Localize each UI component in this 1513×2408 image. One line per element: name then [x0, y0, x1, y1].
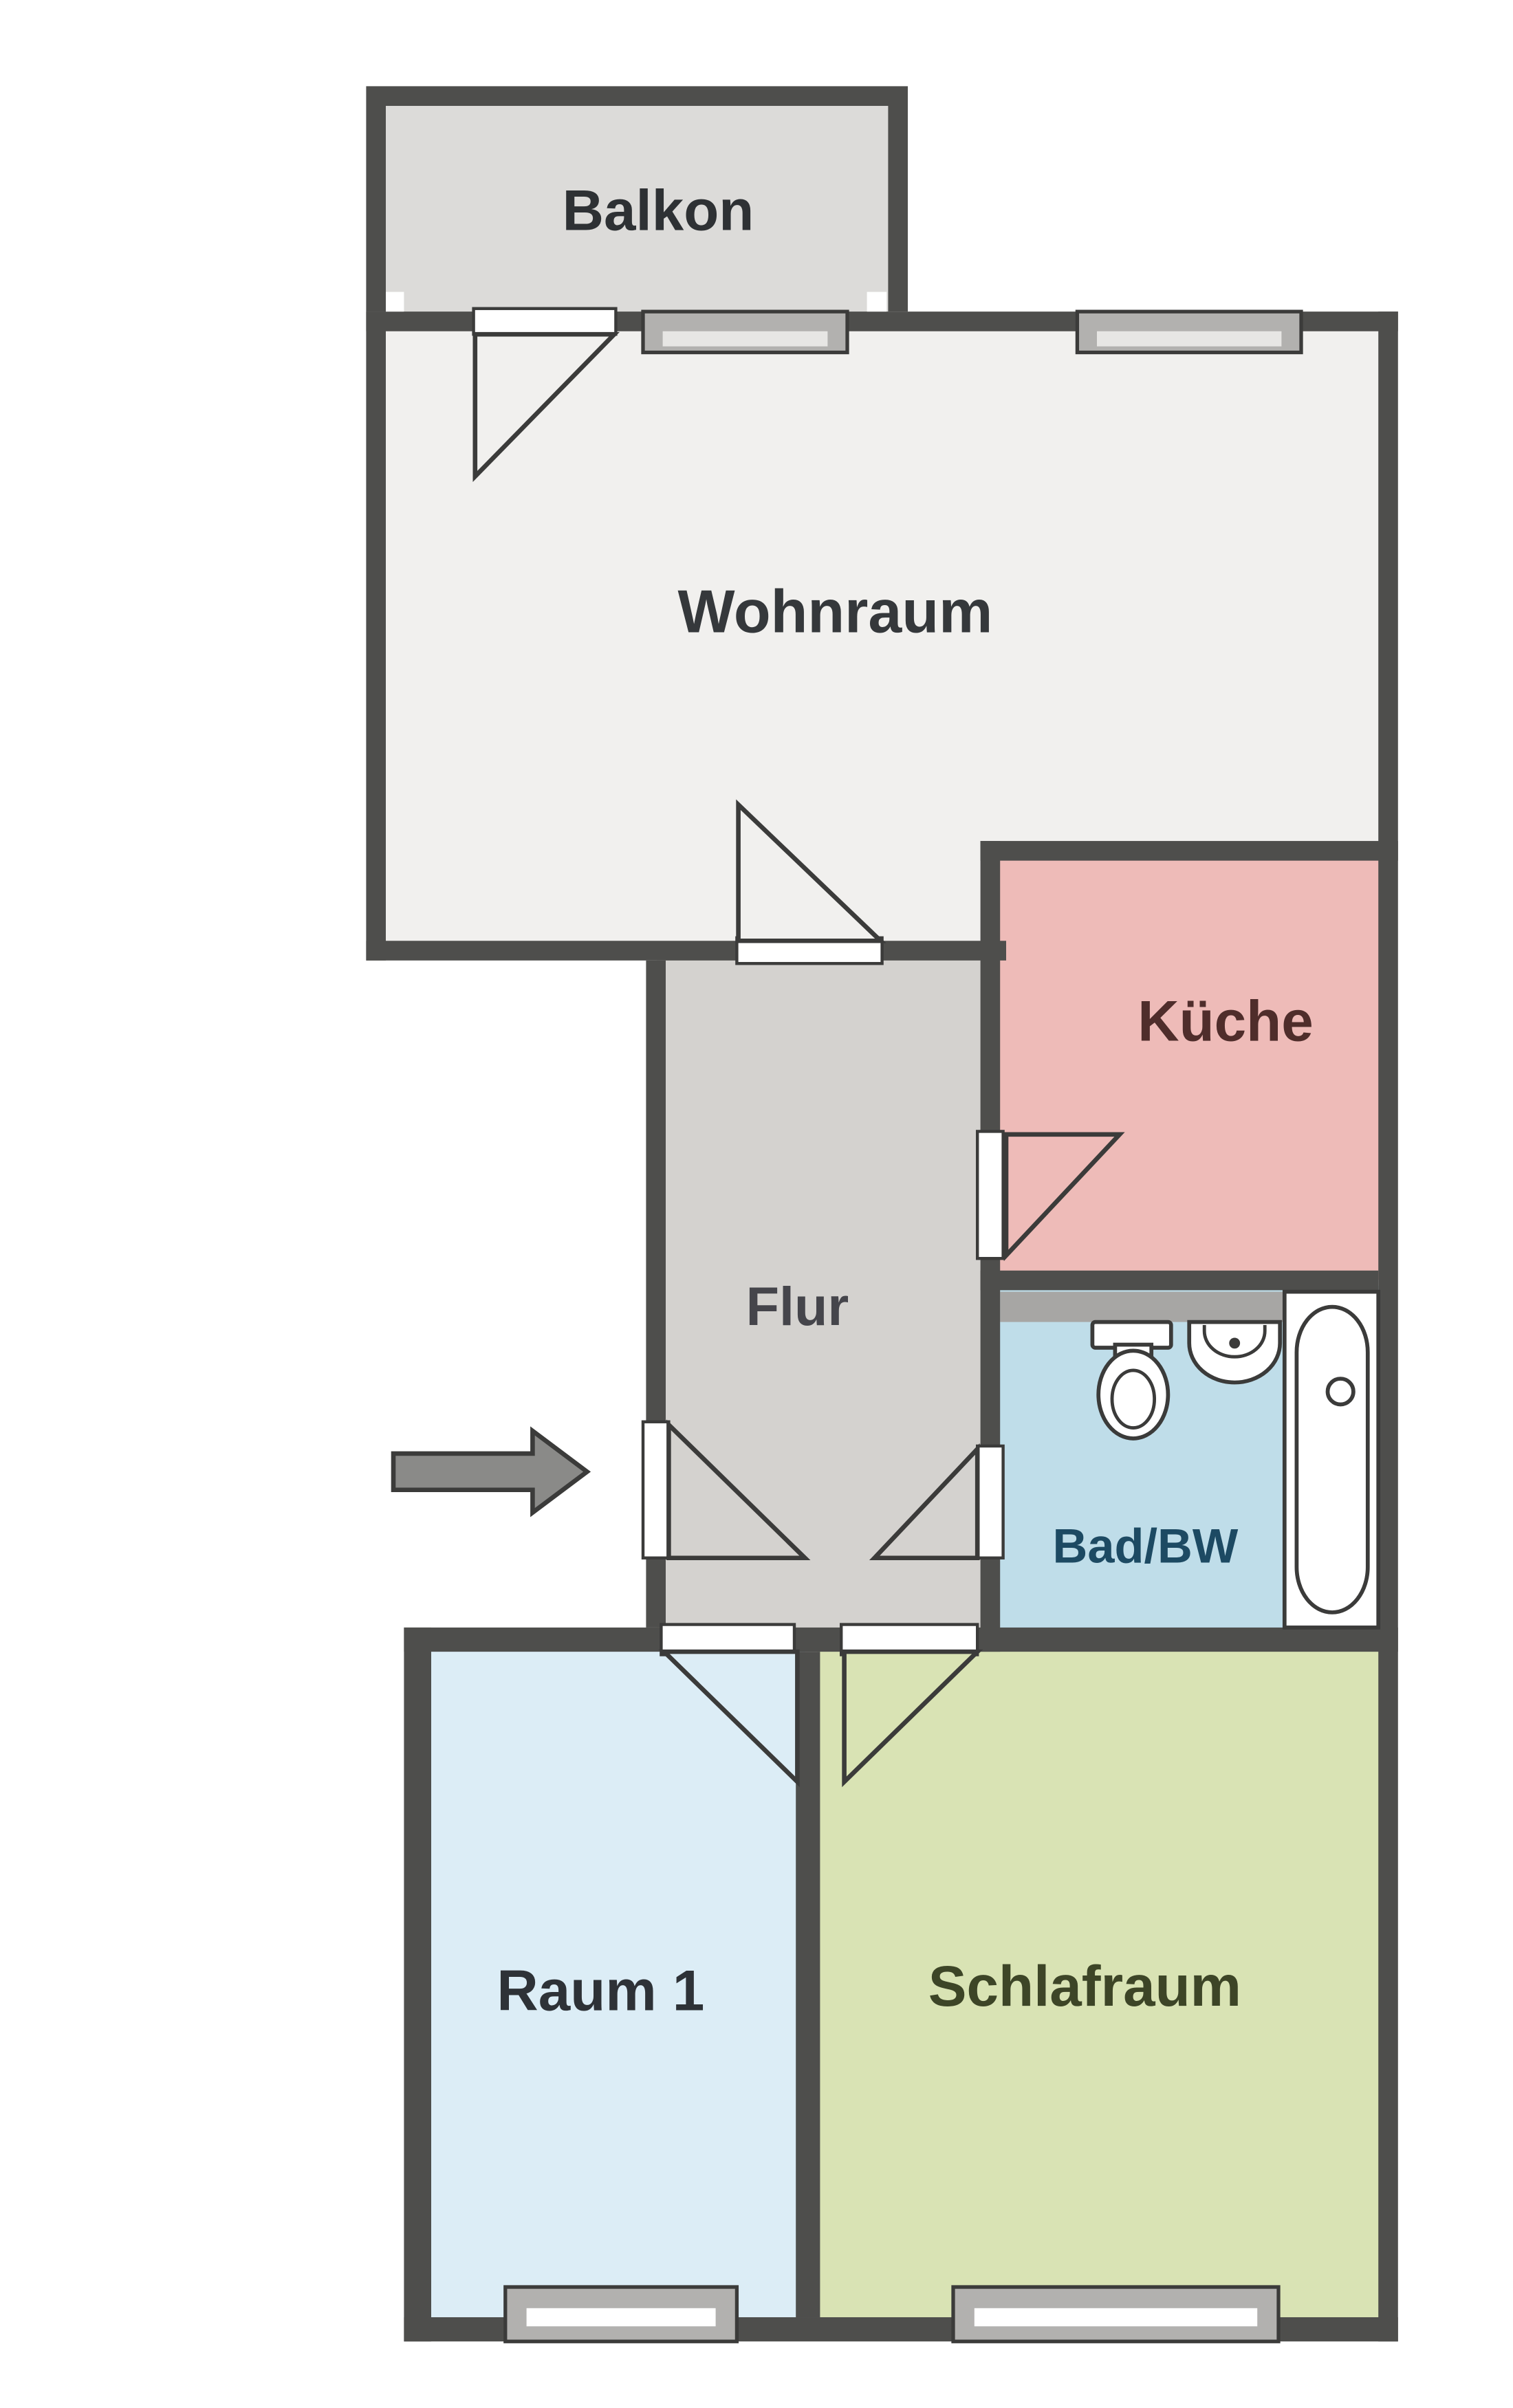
wall-left-exterior [366, 311, 386, 961]
raum1-door-swing [658, 1649, 800, 1788]
entrance-door-opening [641, 1420, 671, 1559]
schlafraum-door-swing [842, 1649, 983, 1788]
entrance-door-swing [666, 1419, 811, 1561]
entrance-arrow-icon [391, 1426, 591, 1518]
window-raum1-bottom-glass [526, 2308, 716, 2327]
label-raum1: Raum 1 [497, 1958, 704, 2022]
label-wohnraum: Wohnraum [677, 577, 992, 645]
label-schlafraum: Schlafraum [928, 1953, 1241, 2018]
window-wohnraum-top-glass [1097, 331, 1282, 347]
bathroom-fixtures [1090, 1289, 1381, 1630]
wall-kueche-bad [980, 1270, 1379, 1291]
window-schlafraum-bottom-glass [974, 2308, 1258, 2327]
wohnraum-flur-door-swing [736, 799, 886, 943]
window-wohnraum-balcony-glass [662, 331, 828, 347]
bad-door-opening [976, 1444, 1005, 1559]
wall-raum1-left-exterior [404, 1627, 431, 2342]
balcony-wall-notch-left [386, 292, 404, 312]
bad-duct-strip [1000, 1291, 1285, 1322]
balcony-wall-notch-right [867, 292, 887, 312]
wall-raum1-schlafraum-divider [796, 1652, 820, 2318]
toilet-icon [1090, 1320, 1173, 1441]
bad-door-swing [869, 1443, 980, 1561]
kueche-door-swing [1003, 1132, 1125, 1262]
balcony-door-swing [472, 331, 620, 483]
label-bad: Bad/BW [1053, 1518, 1239, 1573]
wall-wohnraum-bottom [366, 941, 1006, 961]
wall-kueche-top [980, 841, 1398, 861]
sink-icon [1187, 1320, 1283, 1385]
label-kueche: Küche [1138, 988, 1313, 1053]
room-schlafraum [817, 1642, 1384, 2327]
label-balkon: Balkon [563, 177, 754, 242]
kueche-door-opening [976, 1130, 1005, 1260]
balcony-door-opening [472, 307, 618, 336]
room-wohnraum [378, 320, 1384, 944]
windows [503, 309, 1303, 2343]
label-flur: Flur [746, 1276, 849, 1337]
room-balkon [386, 105, 889, 312]
room-raum1 [424, 1642, 805, 2327]
room-kueche [991, 850, 1384, 1280]
bathtub-icon [1282, 1289, 1381, 1630]
wall-right-exterior [1378, 311, 1398, 2342]
